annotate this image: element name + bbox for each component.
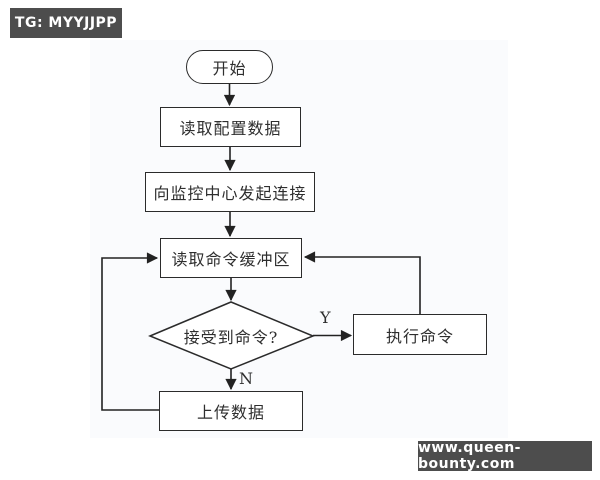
node-decision-received-command: 接受到命令?: [183, 328, 279, 347]
node-execute-command: 执行命令: [353, 314, 487, 355]
node-read-command-buffer: 读取命令缓冲区: [160, 238, 302, 278]
watermark-telegram-badge: TG: MYYJJPP: [10, 8, 122, 38]
watermark-website-badge: www.queen-bounty.com: [418, 440, 592, 472]
node-read-config-data: 读取配置数据: [160, 107, 301, 147]
node-start: 开始: [186, 50, 273, 84]
node-upload-data: 上传数据: [159, 391, 303, 431]
node-connect-monitor-center: 向监控中心发起连接: [145, 172, 315, 212]
edge-label-yes: Y: [320, 308, 331, 327]
edge-label-no: N: [239, 369, 253, 388]
